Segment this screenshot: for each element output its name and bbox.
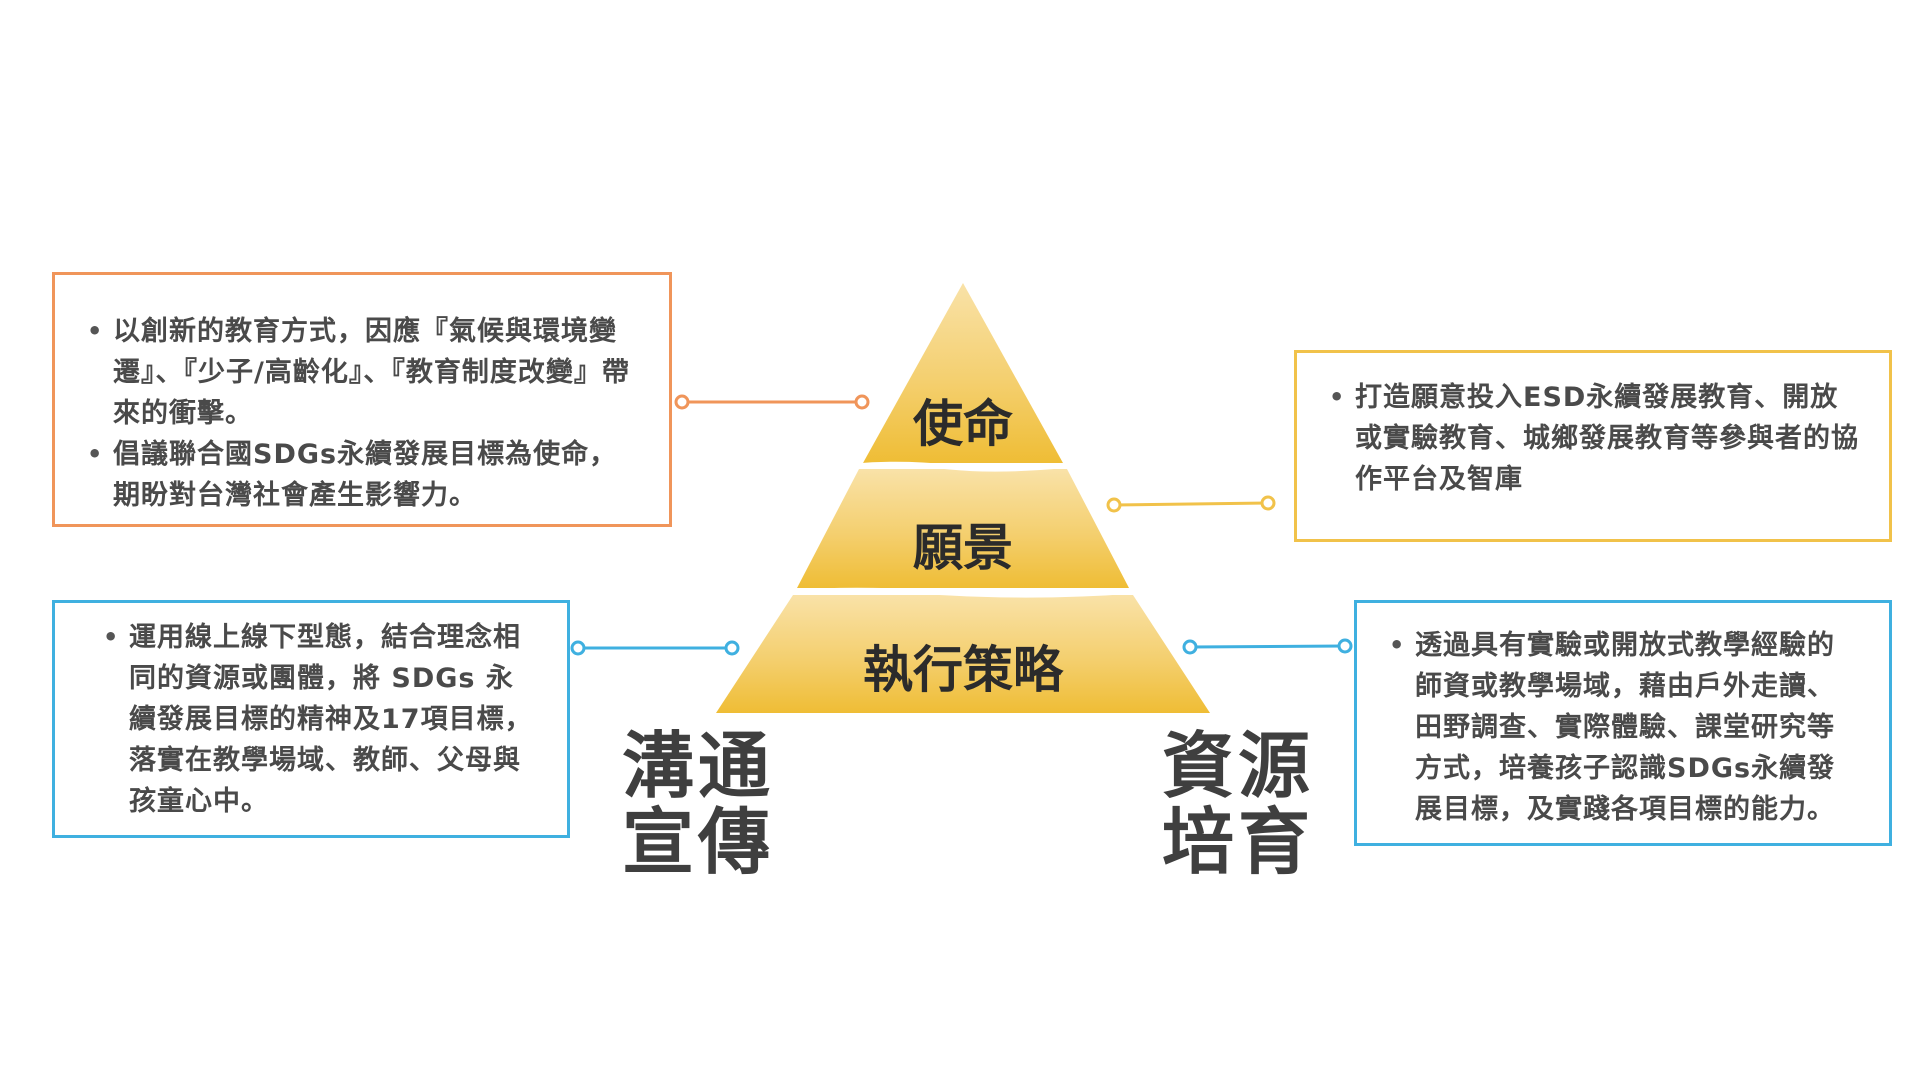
connector-mission [674,394,870,410]
label-communication: 溝通 宣傳 [622,728,774,880]
pyramid-divider-1 [854,461,1071,472]
mission-item: 倡議聯合國SDGs永續發展目標為使命，期盼對台灣社會產生影響力。 [85,434,639,516]
communication-box: 運用線上線下型態，結合理念相同的資源或團體，將 SDGs 永續發展目標的精神及1… [52,600,570,838]
mission-item: 以創新的教育方式，因應『氣候與環境變遷』、『少子/高齡化』、『教育制度改變』帶來… [85,311,639,434]
label-resources: 資源 培育 [1162,728,1314,880]
pyramid-tier-bottom [716,595,1210,713]
resources-box: 透過具有實驗或開放式教學經驗的師資或教學場域，藉由戶外走讀、田野調查、實際體驗、… [1354,600,1892,846]
label-resources-line-2: 培育 [1162,800,1315,884]
resources-item: 透過具有實驗或開放式教學經驗的師資或教學場域，藉由戶外走讀、田野調查、實際體驗、… [1387,625,1859,830]
pyramid-tier-middle [797,469,1129,588]
label-resources-line-1: 資源 [1162,724,1315,808]
pyramid-tier-top [863,283,1063,463]
pyramid-label-mission: 使命 [913,394,1013,453]
pyramid-label-vision: 願景 [913,518,1013,577]
communication-item: 運用線上線下型態，結合理念相同的資源或團體，將 SDGs 永續發展目標的精神及1… [101,617,537,822]
mission-box: 以創新的教育方式，因應『氣候與環境變遷』、『少子/高齡化』、『教育制度改變』帶來… [52,272,672,527]
connector-resources [1182,638,1353,655]
label-communication-line-1: 溝通 [622,724,775,808]
pyramid-divider-2 [791,587,1137,598]
label-communication-line-2: 宣傳 [622,800,775,884]
connector-vision [1106,495,1276,513]
pyramid-label-strategy: 執行策略 [863,640,1063,699]
vision-box: 打造願意投入ESD永續發展教育、開放或實驗教育、城鄉發展教育等參與者的協作平台及… [1294,350,1892,542]
vision-item: 打造願意投入ESD永續發展教育、開放或實驗教育、城鄉發展教育等參與者的協作平台及… [1327,377,1859,500]
connector-communication [570,640,740,656]
